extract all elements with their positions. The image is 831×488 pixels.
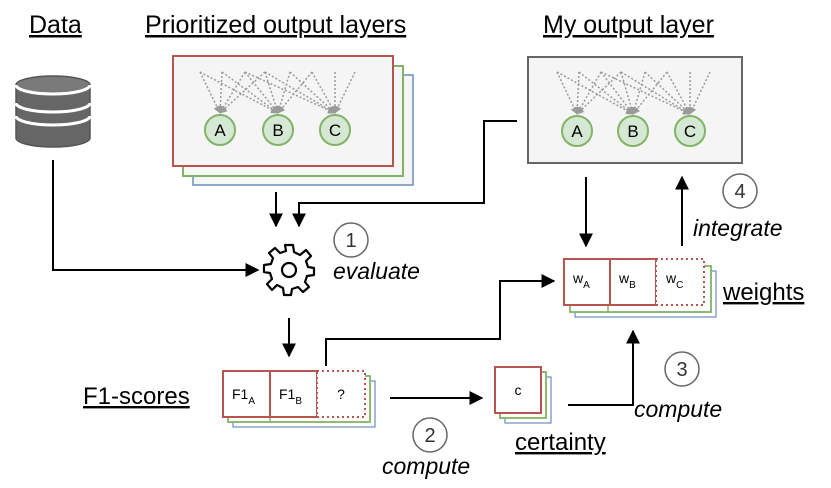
weight-cell-b [609,258,657,306]
network-edge [199,71,279,114]
network-edge [216,71,225,114]
my-node-a [561,115,593,147]
my-output-layer-panel: A B C [527,56,743,164]
f1-scores-stack: F1A F1B ? [222,370,376,428]
svg-text:wB: wB [618,270,636,291]
node-c-label: C [329,121,341,140]
network-edge [276,71,291,114]
certainty-stack: c [494,366,552,424]
f1-a-sub: A [248,396,255,407]
flow-arrows [52,120,689,406]
svg-text:wA: wA [572,270,590,291]
network-edge [277,71,313,114]
step-2-label: compute [382,453,470,479]
svg-text:wC: wC [665,270,683,291]
data-header: Data [29,11,82,39]
prioritized-layers-stack: A B C [172,55,414,186]
step-3-number: 3 [676,359,687,381]
arrow-my-output-to-gear [292,120,517,228]
step-1-label: evaluate [333,258,420,284]
network-edge [620,71,691,115]
arrow-f1-to-weights [325,274,556,366]
network-edge [632,71,668,115]
network-edge [244,71,279,114]
step-4-label: integrate [693,215,783,241]
step-badge-2: 2 [412,417,448,453]
network-edge [573,71,582,115]
certainty-cell-text: c [515,382,522,398]
f1-unknown-text: ? [337,386,345,402]
my-node-c-label: C [684,122,696,141]
step-badge-1: 1 [333,222,369,258]
network-edge [244,71,336,114]
step-4-number: 4 [734,181,745,203]
weight-cell-a [563,258,611,306]
svg-text:F1B: F1B [279,386,302,407]
arrow-data-to-gear [52,160,260,277]
node-a-label: A [214,121,226,140]
my-node-c [674,115,706,147]
node-c [319,114,351,146]
network-edge [600,71,691,115]
weight-c-main: w [665,270,677,286]
my-network-edges [556,71,711,115]
my-node-b-label: B [627,122,638,141]
weight-b-main: w [618,270,630,286]
prioritized-nodes: A B C [204,114,351,146]
f1-scores-label: F1-scores [83,383,190,410]
network-edge [620,71,635,115]
f1-b-main: F1 [279,386,296,402]
database-icon [14,75,92,148]
arrow-certainty-to-weights [568,329,640,406]
network-edge [578,71,634,115]
step-badge-4: 4 [722,173,758,209]
step-3-label: compute [634,396,722,422]
my-node-a-label: A [571,122,583,141]
step-2-number: 2 [424,425,435,447]
layer-red [172,55,394,167]
network-edge [264,71,280,114]
f1-b-sub: B [295,396,302,407]
network-edge [221,71,279,114]
gear-icon [262,243,316,297]
my-output-layer-header: My output layer [543,11,714,39]
prioritized-layers-header: Prioritized output layers [145,11,406,39]
f1-a-main: F1 [232,386,249,402]
prioritized-network-edges [199,71,356,114]
svg-text:F1A: F1A [232,386,255,407]
step-badge-3: 3 [664,351,700,387]
node-b-label: B [272,121,283,140]
step-1-number: 1 [345,230,356,252]
weight-a-sub: A [583,280,590,291]
weights-label: weights [722,279,804,306]
network-edge [556,71,634,115]
weight-cell-c [655,258,705,306]
weight-a-main: w [572,270,584,286]
certainty-label: certainty [515,429,606,456]
node-b [262,114,294,146]
f1-cell-unknown [316,370,366,418]
weight-b-sub: B [629,280,636,291]
my-node-b [617,115,649,147]
f1-cell-a [222,370,271,418]
node-a [204,114,236,146]
network-edge [264,71,336,114]
weights-stack: wA wB wC [563,258,717,318]
weight-c-sub: C [676,280,683,291]
f1-cell-b [269,370,318,418]
